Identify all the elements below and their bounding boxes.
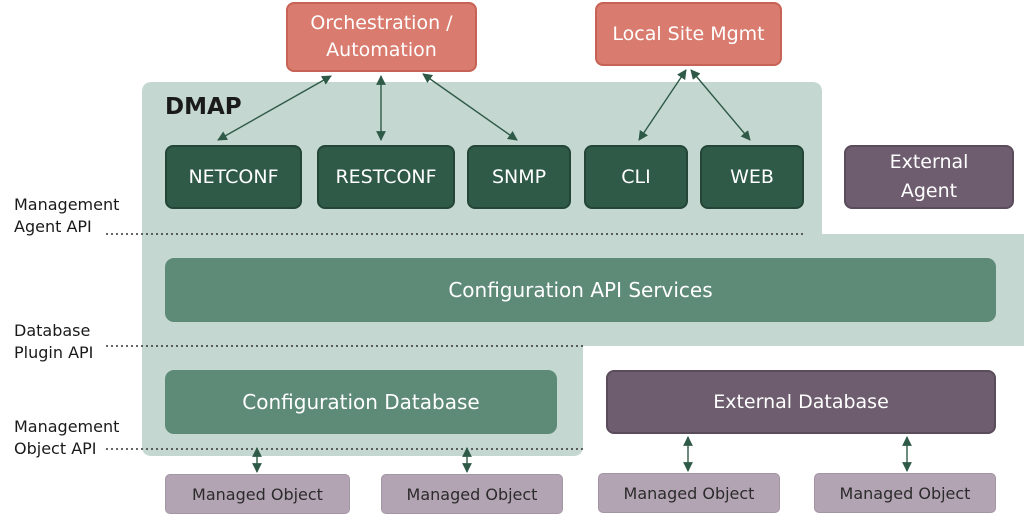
management-object-api-label: Management Object API: [14, 417, 120, 458]
snmp-box: SNMP: [467, 145, 571, 209]
cli-box: CLI: [584, 145, 688, 209]
external-database-box: External Database: [606, 370, 996, 434]
configuration-database-box: Configuration Database: [165, 370, 557, 434]
managed-object-1: Managed Object: [165, 474, 350, 514]
arrow-local-web: [690, 69, 751, 141]
managed-object-2: Managed Object: [381, 474, 563, 514]
local-site-mgmt-box: Local Site Mgmt: [595, 2, 782, 66]
database-plugin-api-label: Database Plugin API: [14, 321, 94, 362]
arrow-orch-snmp: [422, 73, 518, 141]
external-agent-box: External Agent: [844, 145, 1014, 209]
web-box: WEB: [700, 145, 804, 209]
orchestration-automation-box: Orchestration / Automation: [286, 2, 477, 72]
configuration-api-services-box: Configuration API Services: [165, 258, 996, 322]
arrow-local-cli: [638, 69, 687, 141]
managed-object-4: Managed Object: [814, 473, 996, 513]
netconf-box: NETCONF: [165, 145, 302, 209]
dmap-title: DMAP: [165, 94, 242, 120]
restconf-box: RESTCONF: [317, 145, 455, 209]
managed-object-3: Managed Object: [598, 473, 780, 513]
management-agent-api-label: Management Agent API: [14, 195, 120, 236]
